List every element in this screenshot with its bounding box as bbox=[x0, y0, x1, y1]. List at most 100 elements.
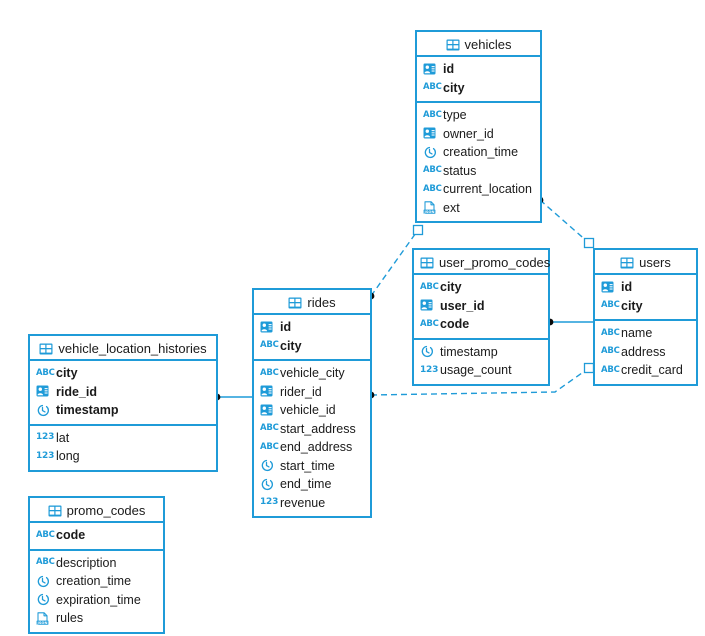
field-row-start-time[interactable]: start_time bbox=[254, 457, 370, 476]
field-label: id bbox=[443, 62, 455, 76]
field-row-owner-id[interactable]: owner_id bbox=[417, 125, 540, 144]
table-grid-icon bbox=[420, 252, 434, 277]
relationship-user-promo-codes-to-users[interactable] bbox=[546, 318, 593, 326]
field-row-rules[interactable]: JSON rules bbox=[30, 609, 163, 628]
clock-icon bbox=[260, 478, 275, 491]
svg-text:JSON: JSON bbox=[424, 210, 435, 214]
field-label: expiration_time bbox=[56, 592, 141, 607]
field-label: description bbox=[56, 555, 117, 570]
entity-header-rides[interactable]: rides bbox=[254, 290, 370, 315]
field-row-vehicle-id[interactable]: vehicle_id bbox=[254, 401, 370, 420]
field-label: code bbox=[56, 528, 86, 542]
field-label: revenue bbox=[280, 495, 326, 510]
table-grid-icon bbox=[39, 338, 53, 363]
field-label: start_time bbox=[280, 458, 335, 473]
entity-header-vehicles[interactable]: vehicles bbox=[417, 32, 540, 57]
abc-string-icon: ABC bbox=[260, 340, 279, 351]
clock-icon bbox=[420, 345, 435, 358]
field-label: name bbox=[621, 326, 653, 340]
entity-header-users[interactable]: users bbox=[595, 250, 696, 275]
field-label: status bbox=[443, 163, 477, 178]
field-label: address bbox=[621, 344, 666, 359]
clock-icon bbox=[36, 575, 51, 588]
field-label: owner_id bbox=[443, 126, 494, 141]
entity-header-user-promo-codes[interactable]: user_promo_codes bbox=[414, 250, 551, 277]
field-label: rules bbox=[56, 611, 84, 625]
primary-key-row-timestamp[interactable]: timestamp bbox=[30, 401, 216, 420]
field-label: timestamp bbox=[440, 344, 498, 359]
field-row-expiration-time[interactable]: expiration_time bbox=[30, 591, 163, 610]
abc-string-icon: ABC bbox=[260, 367, 279, 378]
field-label: vehicle_id bbox=[280, 403, 336, 417]
svg-text:JSON: JSON bbox=[37, 621, 48, 625]
field-label: city bbox=[621, 298, 643, 313]
field-row-creation-time[interactable]: creation_time bbox=[30, 572, 163, 591]
clock-icon bbox=[260, 459, 275, 472]
field-row-timestamp[interactable]: timestamp bbox=[414, 343, 548, 362]
id-card-icon bbox=[423, 127, 438, 140]
entity-header-vehicle-location-histories[interactable]: vehicle_location_histories bbox=[30, 336, 216, 361]
primary-key-row-ride-id[interactable]: ride_id bbox=[30, 383, 216, 402]
json-document-icon: JSON bbox=[36, 612, 51, 625]
abc-string-icon: ABC bbox=[601, 364, 620, 375]
primary-key-row-id[interactable]: id bbox=[417, 60, 540, 79]
relationship-vehicle-location-histories-to-rides[interactable] bbox=[213, 393, 252, 401]
field-label: city bbox=[56, 366, 78, 380]
entity-header-promo-codes[interactable]: promo_codes bbox=[30, 498, 163, 523]
entity-title: user_promo_codes bbox=[439, 255, 551, 270]
entity-title: vehicle_location_histories bbox=[58, 341, 207, 356]
field-label: current_location bbox=[443, 182, 532, 196]
field-row-end-time[interactable]: end_time bbox=[254, 475, 370, 494]
clock-icon bbox=[423, 146, 438, 159]
entity-title: promo_codes bbox=[66, 503, 146, 518]
abc-string-icon: ABC bbox=[36, 529, 55, 540]
field-row-rider-id[interactable]: rider_id bbox=[254, 383, 370, 402]
field-row-creation-time[interactable]: creation_time bbox=[417, 143, 540, 162]
primary-key-row-id[interactable]: id bbox=[254, 318, 370, 337]
relationship-vehicles-to-users[interactable] bbox=[536, 196, 595, 249]
field-row-ext[interactable]: JSON ext bbox=[417, 199, 540, 218]
primary-key-row-user-id[interactable]: user_id bbox=[414, 297, 548, 316]
field-label: type bbox=[443, 108, 467, 122]
cardinality-one-square bbox=[583, 237, 595, 249]
field-label: ext bbox=[443, 200, 460, 215]
primary-key-row-id[interactable]: id bbox=[595, 278, 696, 297]
field-label: city bbox=[440, 280, 462, 294]
field-label: end_time bbox=[280, 477, 332, 491]
json-document-icon: JSON bbox=[423, 201, 438, 214]
